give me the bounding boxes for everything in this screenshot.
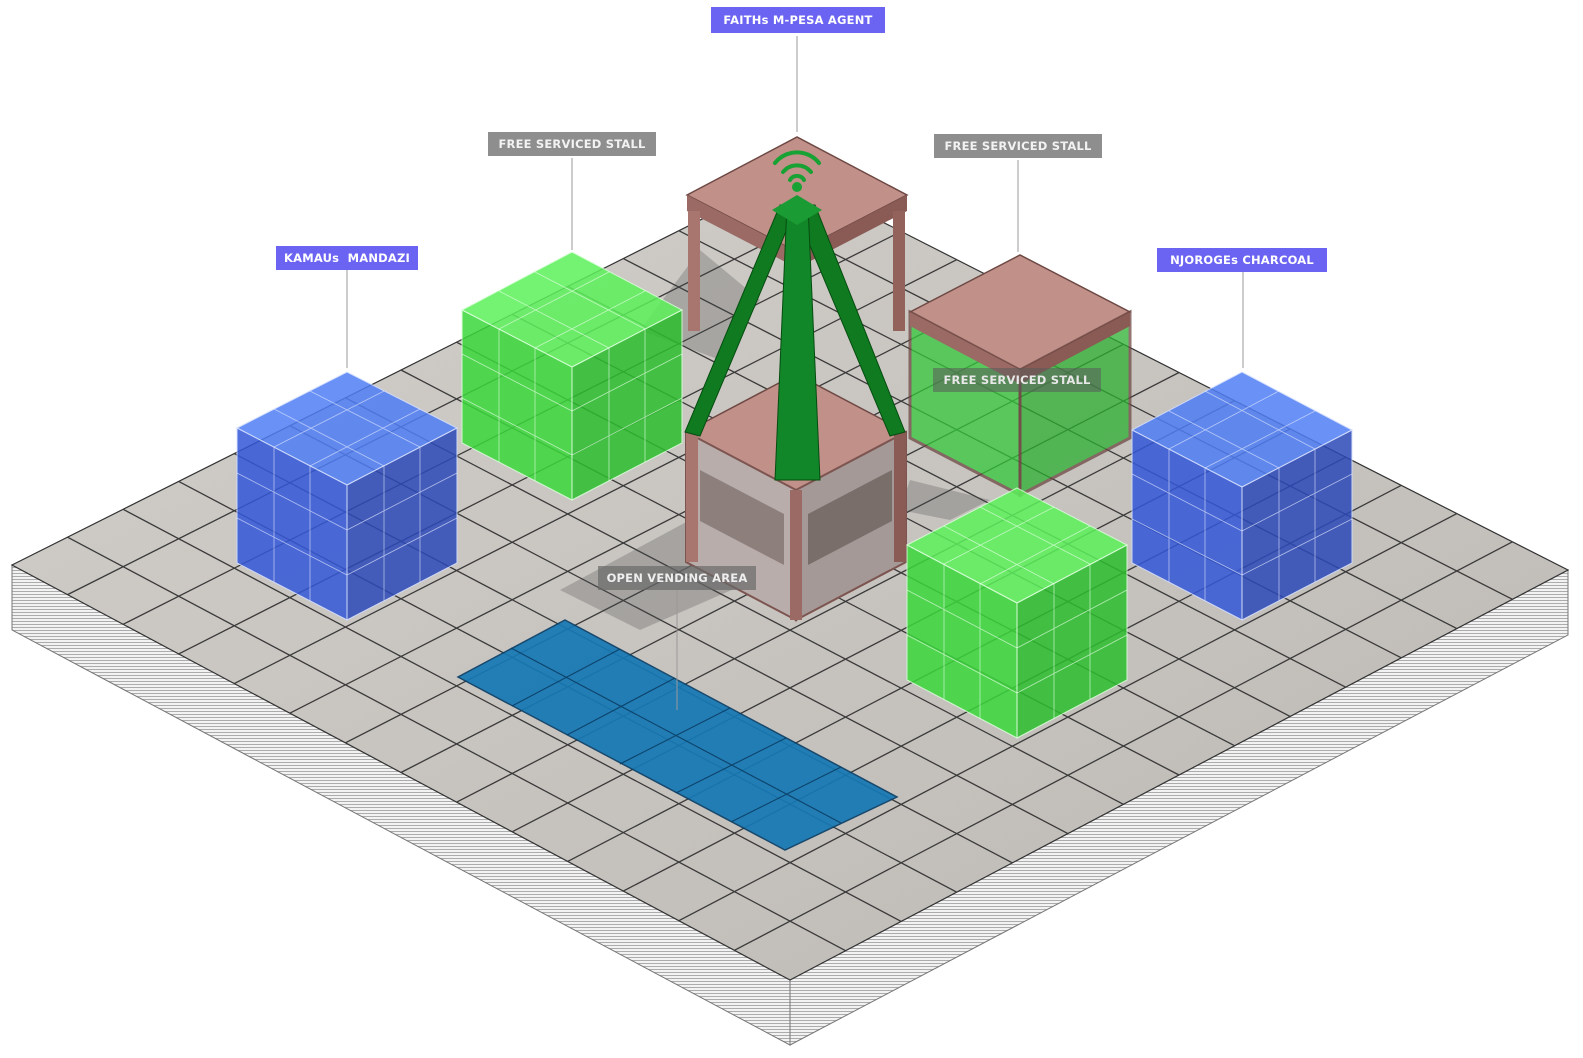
tag-free-stall-left: FREE SERVICED STALL bbox=[488, 132, 656, 156]
tag-kamau: KAMAUs MANDAZI bbox=[276, 246, 418, 270]
tag-free-stall-right-text: FREE SERVICED STALL bbox=[944, 139, 1092, 153]
tag-free-stall-right: FREE SERVICED STALL bbox=[934, 134, 1102, 158]
tag-free-stall-inner: FREE SERVICED STALL bbox=[933, 368, 1101, 392]
tag-kamau-text: KAMAUs MANDAZI bbox=[284, 251, 410, 265]
tag-open-vending-text: OPEN VENDING AREA bbox=[607, 571, 748, 585]
tag-faith-agent: FAITHs M-PESA AGENT bbox=[711, 7, 885, 33]
tag-njoroge: NJOROGEs CHARCOAL bbox=[1157, 248, 1327, 272]
tag-njoroge-text: NJOROGEs CHARCOAL bbox=[1170, 253, 1314, 267]
tag-faith-agent-text: FAITHs M-PESA AGENT bbox=[723, 13, 872, 27]
tag-free-stall-left-text: FREE SERVICED STALL bbox=[498, 137, 646, 151]
tag-free-stall-inner-text: FREE SERVICED STALL bbox=[943, 373, 1091, 387]
tag-open-vending: OPEN VENDING AREA bbox=[598, 566, 756, 590]
